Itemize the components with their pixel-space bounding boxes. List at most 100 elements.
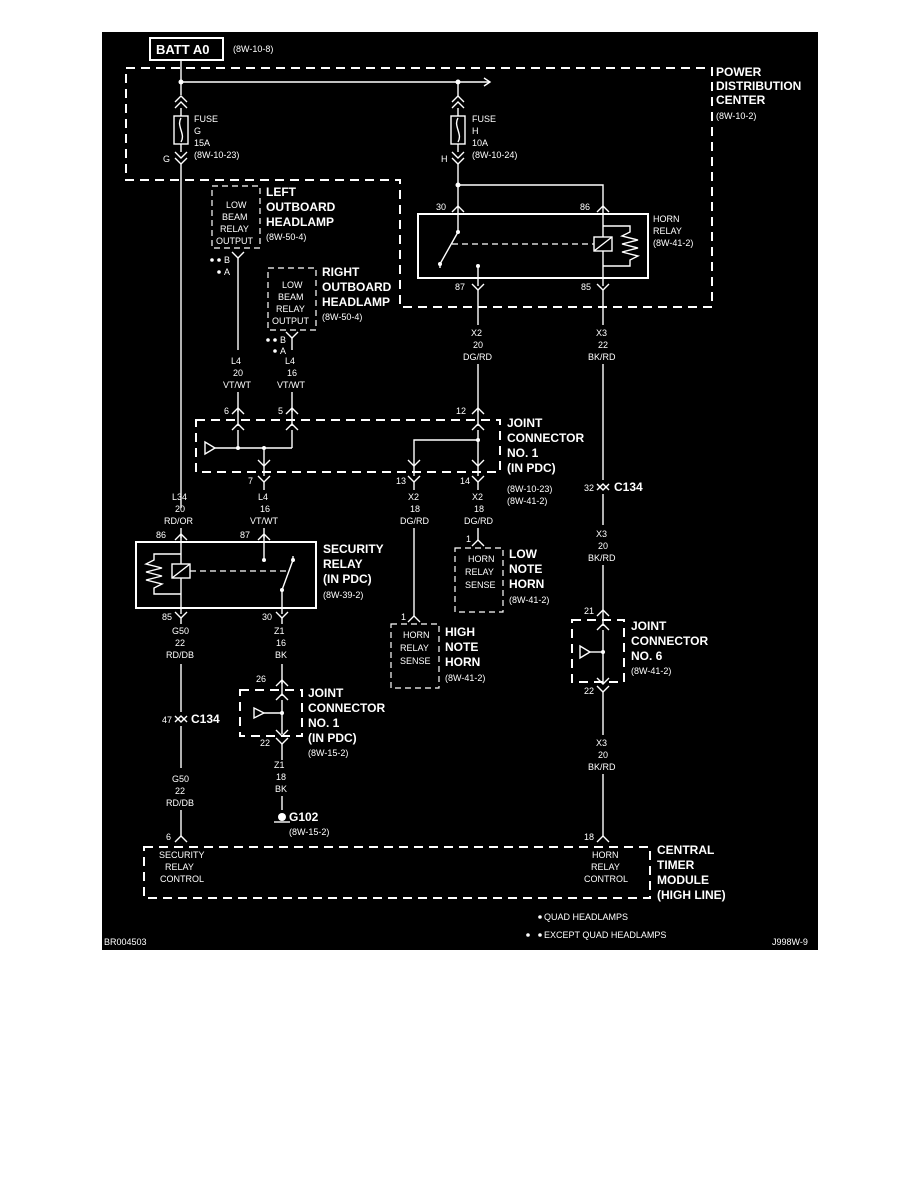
svg-text:14: 14 — [460, 476, 470, 486]
batt-label: BATT A0 — [156, 42, 209, 57]
svg-text:(8W-41-2): (8W-41-2) — [445, 673, 485, 683]
joint-connector-1-lower: 26 22 JOINT CONNECTOR NO. 1 (IN PDC) (8W… — [239, 674, 385, 758]
svg-text:(8W-15-2): (8W-15-2) — [289, 827, 329, 837]
svg-text:OUTBOARD: OUTBOARD — [322, 280, 392, 294]
svg-text:JOINT: JOINT — [631, 619, 667, 633]
wire-x3-20-b: X3 20 BK/RD — [588, 738, 616, 772]
svg-text:CONNECTOR: CONNECTOR — [308, 701, 385, 715]
svg-text:CONNECTOR: CONNECTOR — [631, 634, 708, 648]
svg-text:BEAM: BEAM — [278, 292, 304, 302]
svg-text:X2: X2 — [472, 492, 483, 502]
svg-text:16: 16 — [276, 638, 286, 648]
wire-x2-20: X2 20 DG/RD — [463, 328, 493, 362]
svg-text:22: 22 — [175, 786, 185, 796]
svg-text:LEFT: LEFT — [266, 185, 297, 199]
svg-text:HEADLAMP: HEADLAMP — [322, 295, 390, 309]
svg-text:85: 85 — [581, 282, 591, 292]
wire-x2-18-a: X2 18 DG/RD — [400, 492, 430, 526]
svg-text:Z1: Z1 — [274, 760, 285, 770]
svg-text:X3: X3 — [596, 529, 607, 539]
fuse-h: FUSE H 10A (8W-10-24) H — [441, 95, 517, 165]
svg-text:(8W-41-2): (8W-41-2) — [507, 496, 547, 506]
svg-text:5: 5 — [278, 406, 283, 416]
svg-text:87: 87 — [240, 530, 250, 540]
svg-text:SENSE: SENSE — [400, 656, 431, 666]
svg-text:POWER: POWER — [716, 65, 762, 79]
svg-text:CENTER: CENTER — [716, 93, 766, 107]
connector-c134-bottom: 47 C134 — [162, 712, 220, 726]
svg-text:OUTPUT: OUTPUT — [216, 236, 254, 246]
svg-text:H: H — [441, 154, 448, 164]
svg-text:HORN: HORN — [592, 850, 619, 860]
svg-text:VT/WT: VT/WT — [223, 380, 251, 390]
diagram-background — [102, 32, 818, 950]
svg-text:15A: 15A — [194, 138, 210, 148]
svg-text:BK: BK — [275, 650, 287, 660]
ground-g102: G102 (8W-15-2) — [274, 810, 329, 837]
wire-l4-20: L4 20 VT/WT — [223, 356, 251, 390]
battery-source: BATT A0 (8W-10-8) — [149, 37, 273, 95]
svg-text:RELAY: RELAY — [165, 862, 194, 872]
svg-text:22: 22 — [598, 340, 608, 350]
svg-text:13: 13 — [396, 476, 406, 486]
svg-text:C134: C134 — [614, 480, 643, 494]
svg-text:RELAY: RELAY — [653, 226, 682, 236]
svg-text:DG/RD: DG/RD — [400, 516, 430, 526]
svg-text:RELAY: RELAY — [591, 862, 620, 872]
svg-text:HORN: HORN — [403, 630, 430, 640]
svg-text:20: 20 — [598, 750, 608, 760]
svg-text:BEAM: BEAM — [222, 212, 248, 222]
svg-text:26: 26 — [256, 674, 266, 684]
svg-text:7: 7 — [248, 476, 253, 486]
svg-text:L34: L34 — [172, 492, 187, 502]
svg-text:(8W-41-2): (8W-41-2) — [653, 238, 693, 248]
wire-g50-22-a: G50 22 RD/DB — [166, 626, 194, 660]
high-note-horn: 1 HORN RELAY SENSE HIGH NOTE HORN (8W-41… — [390, 612, 485, 689]
svg-text:LOW: LOW — [282, 280, 303, 290]
svg-text:BK: BK — [275, 784, 287, 794]
svg-text:CONTROL: CONTROL — [160, 874, 204, 884]
legend: QUAD HEADLAMPS EXCEPT QUAD HEADLAMPS — [526, 912, 666, 940]
svg-text:86: 86 — [580, 202, 590, 212]
joint-connector-1: 6 5 12 JOINT CONNECTOR NO. 1 (IN PDC) (8… — [195, 406, 584, 506]
wire-x2-18-b: X2 18 DG/RD — [464, 492, 494, 526]
svg-text:(8W-10-23): (8W-10-23) — [507, 484, 552, 494]
svg-text:18: 18 — [410, 504, 420, 514]
svg-text:30: 30 — [262, 612, 272, 622]
svg-text:HORN: HORN — [445, 655, 480, 669]
svg-text:RIGHT: RIGHT — [322, 265, 360, 279]
svg-text:HORN: HORN — [653, 214, 680, 224]
svg-text:(8W-10-24): (8W-10-24) — [472, 150, 517, 160]
svg-text:OUTBOARD: OUTBOARD — [266, 200, 336, 214]
svg-text:(HIGH LINE): (HIGH LINE) — [657, 888, 726, 902]
svg-text:RELAY: RELAY — [400, 643, 429, 653]
svg-text:DG/RD: DG/RD — [464, 516, 494, 526]
svg-text:G50: G50 — [172, 774, 189, 784]
wire-z1-18: Z1 18 BK — [274, 760, 287, 794]
svg-text:18: 18 — [276, 772, 286, 782]
svg-text:TIMER: TIMER — [657, 858, 695, 872]
svg-text:B: B — [224, 255, 230, 265]
svg-text:(8W-50-4): (8W-50-4) — [322, 312, 362, 322]
svg-text:X3: X3 — [596, 738, 607, 748]
wire-z1-16: Z1 16 BK — [274, 626, 287, 660]
svg-text:G50: G50 — [172, 626, 189, 636]
svg-text:47: 47 — [162, 715, 172, 725]
svg-text:A: A — [224, 267, 230, 277]
svg-text:16: 16 — [287, 368, 297, 378]
svg-text:A: A — [280, 346, 286, 356]
svg-text:BK/RD: BK/RD — [588, 762, 616, 772]
fuse-g: FUSE G 15A (8W-10-23) G — [163, 95, 239, 165]
svg-text:NO. 1: NO. 1 — [308, 716, 340, 730]
svg-text:SECURITY: SECURITY — [159, 850, 205, 860]
svg-text:18: 18 — [474, 504, 484, 514]
svg-text:NOTE: NOTE — [509, 562, 542, 576]
svg-text:(8W-15-2): (8W-15-2) — [308, 748, 348, 758]
svg-text:6: 6 — [224, 406, 229, 416]
svg-text:HEADLAMP: HEADLAMP — [266, 215, 334, 229]
svg-text:CONTROL: CONTROL — [584, 874, 628, 884]
svg-text:(8W-10-23): (8W-10-23) — [194, 150, 239, 160]
svg-text:G102: G102 — [289, 810, 319, 824]
svg-text:1: 1 — [401, 612, 406, 622]
